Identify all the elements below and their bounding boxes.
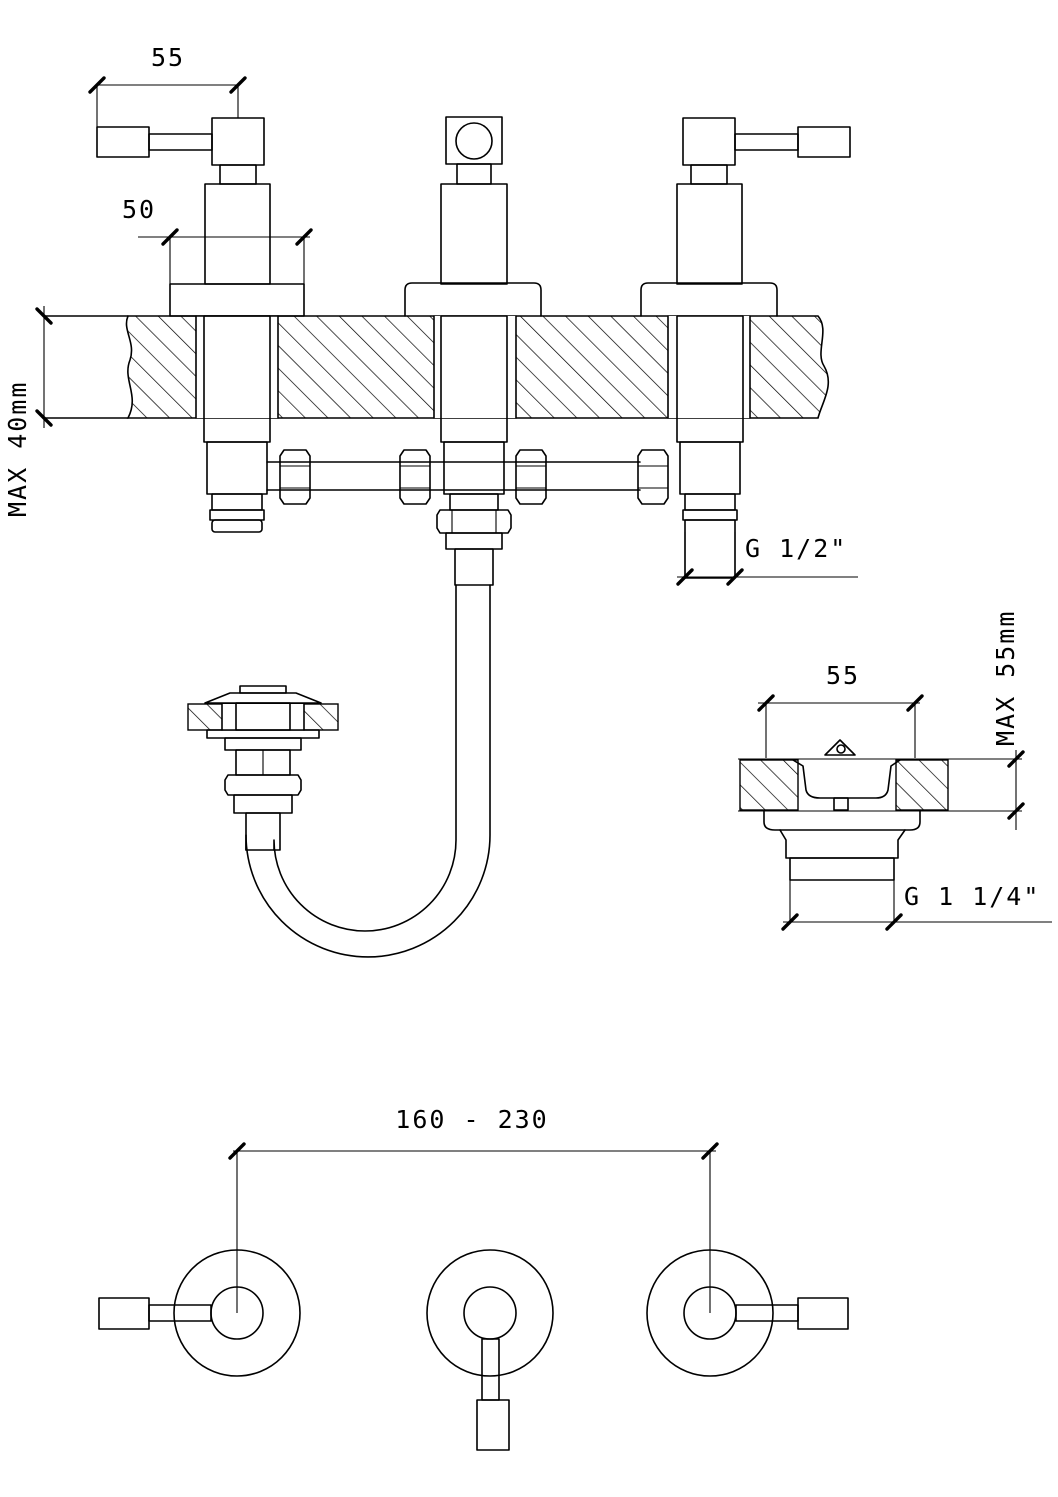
spout-head <box>445 116 503 165</box>
waste-detail: 55 MAX 55mm G 1 1/4" <box>738 610 1052 931</box>
dim-label-deck-thickness: MAX 40mm <box>3 381 32 517</box>
plan-left-valve <box>98 1249 301 1377</box>
plan-center-rosette <box>426 1249 554 1377</box>
dim-label-escutcheon-width: 50 <box>122 195 156 224</box>
flexible-hose <box>245 584 491 958</box>
popup-waste <box>187 685 339 851</box>
waste-bowl <box>792 759 901 799</box>
dim-waste-width: 55 <box>757 661 924 758</box>
waste-plug-cap <box>824 739 856 756</box>
right-handle-hub <box>682 117 736 166</box>
countertop-section <box>43 315 830 419</box>
hex-nut-1 <box>279 449 311 505</box>
left-valve-body <box>204 183 271 285</box>
dim-deck-thickness: MAX 40mm <box>3 306 53 517</box>
dim-inlet-thread: G 1/2" <box>676 532 858 586</box>
spout-nut <box>436 509 512 534</box>
right-valve-body <box>676 183 743 285</box>
dim-waste-thread: G 1 1/4" <box>781 882 1052 931</box>
front-elevation: 55 50 MAX 40mm G 1/2" <box>3 43 858 958</box>
hex-nut-2 <box>399 449 431 505</box>
spout-outlet <box>455 122 493 160</box>
dim-centres: 160 - 230 <box>228 1105 719 1313</box>
left-handle-grip <box>96 126 150 158</box>
right-handle-grip <box>797 126 851 158</box>
right-valve <box>640 117 851 579</box>
left-escutcheon <box>169 283 305 317</box>
dim-label-inlet-thread: G 1/2" <box>745 534 847 563</box>
spout-body <box>440 183 508 285</box>
waste-tail <box>789 857 895 881</box>
dim-waste-deck-thickness: MAX 55mm <box>991 610 1025 830</box>
plan-center-spout <box>426 1249 554 1451</box>
plan-view: 160 - 230 <box>98 1105 849 1451</box>
plan-right-valve <box>646 1249 849 1377</box>
dim-label-waste-deck-thickness: MAX 55mm <box>991 610 1020 746</box>
right-handle-lever <box>734 133 799 151</box>
dim-escutcheon-width: 50 <box>122 195 313 284</box>
dim-label-handle-width: 55 <box>151 43 185 72</box>
dim-label-waste-width: 55 <box>826 661 860 690</box>
right-escutcheon <box>640 282 778 317</box>
center-spout <box>404 116 542 586</box>
dim-handle-width: 55 <box>88 43 247 127</box>
hex-nut-4 <box>637 449 669 505</box>
left-valve <box>96 117 305 533</box>
dim-label-centres: 160 - 230 <box>395 1105 548 1134</box>
connector-pipes <box>266 449 669 505</box>
dim-label-waste-thread: G 1 1/4" <box>904 882 1040 911</box>
left-handle-lever <box>148 133 213 151</box>
hex-nut-3 <box>515 449 547 505</box>
left-handle-hub <box>211 117 265 166</box>
